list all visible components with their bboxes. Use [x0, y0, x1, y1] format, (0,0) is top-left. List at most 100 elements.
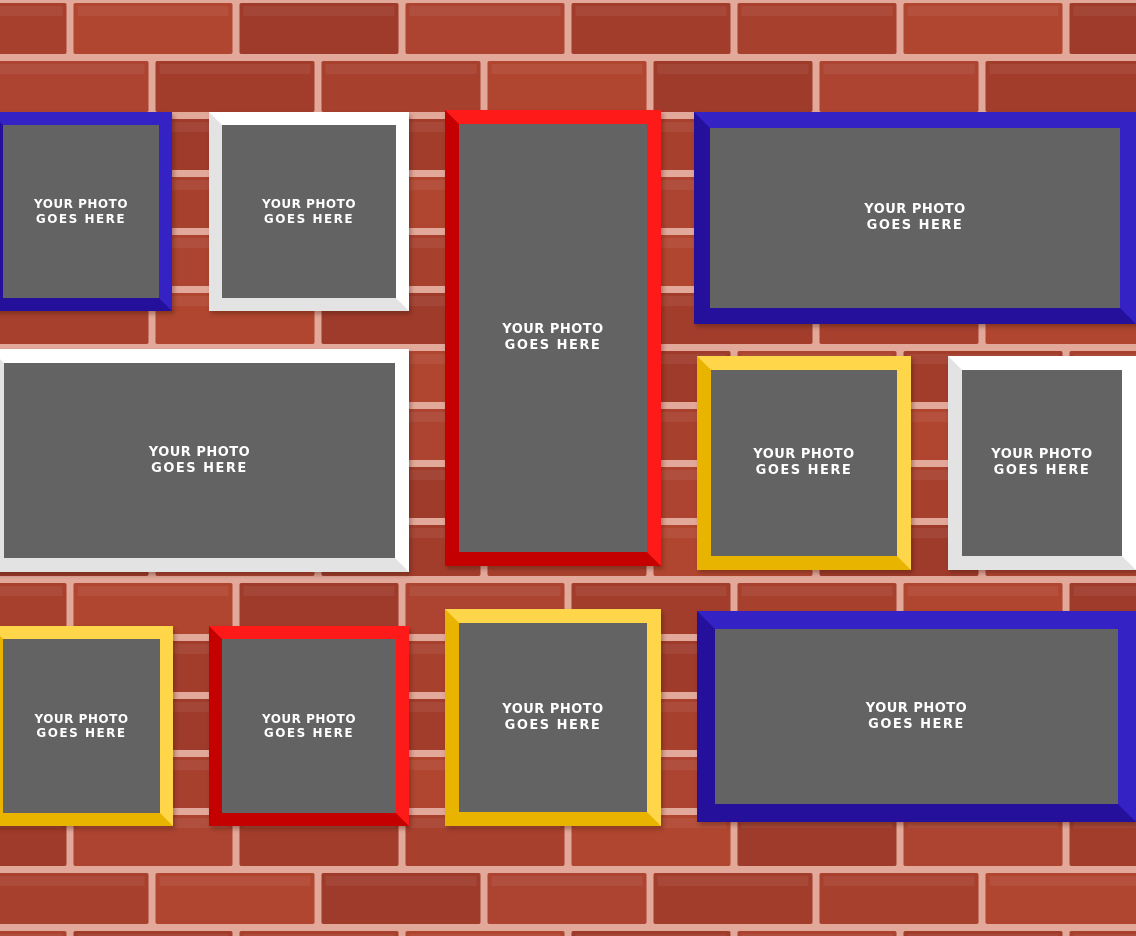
brick: [0, 873, 149, 924]
caption-line-2: GOES HERE: [504, 338, 602, 353]
brick: [487, 61, 647, 112]
brick: [653, 873, 813, 924]
brick: [0, 583, 67, 634]
brick: [737, 815, 897, 866]
brick-highlight: [491, 876, 643, 886]
brick: [321, 61, 481, 112]
brick: [73, 931, 233, 936]
brick: [985, 873, 1136, 924]
brick-highlight: [989, 64, 1136, 74]
brick: [73, 583, 233, 634]
brick: [819, 873, 979, 924]
brick: [155, 873, 315, 924]
brick-highlight: [243, 934, 395, 936]
brick: [653, 61, 813, 112]
brick-highlight: [575, 934, 727, 936]
brick-highlight: [0, 934, 63, 936]
brick-highlight: [77, 586, 229, 596]
caption-line-1: YOUR PHOTO: [991, 447, 1093, 463]
caption-line-1: YOUR PHOTO: [33, 197, 129, 212]
brick: [737, 3, 897, 54]
brick: [239, 815, 399, 866]
caption-line-2: GOES HERE: [755, 463, 853, 478]
brick-highlight: [409, 934, 561, 936]
brick: [1069, 3, 1136, 54]
caption-line-2: GOES HERE: [504, 717, 602, 733]
brick-highlight: [823, 876, 975, 886]
brick: [73, 815, 233, 866]
caption-line-1: YOUR PHOTO: [148, 444, 251, 460]
brick: [571, 3, 731, 54]
caption-line-2: GOES HERE: [36, 726, 127, 740]
brick: [903, 815, 1063, 866]
caption-line-2: GOES HERE: [866, 218, 964, 233]
brick-highlight: [741, 586, 893, 596]
brick-highlight: [409, 6, 561, 16]
brick: [155, 61, 315, 112]
caption-line-2: GOES HERE: [868, 716, 965, 732]
brick-highlight: [0, 6, 63, 16]
brick: [239, 3, 399, 54]
brick: [73, 3, 233, 54]
brick-highlight: [0, 64, 145, 74]
brick-highlight: [1073, 586, 1136, 596]
caption-line-2: GOES HERE: [35, 211, 127, 226]
brick-highlight: [77, 6, 229, 16]
brick: [405, 3, 565, 54]
caption-line-1: YOUR PHOTO: [502, 322, 604, 338]
caption-line-1: YOUR PHOTO: [753, 447, 855, 463]
brick-highlight: [409, 586, 561, 596]
brick: [0, 61, 149, 112]
brick: [405, 815, 565, 866]
caption-line-2: GOES HERE: [151, 460, 248, 476]
brick-highlight: [77, 934, 229, 936]
brick: [571, 931, 731, 936]
brick: [571, 815, 731, 866]
brick: [239, 583, 399, 634]
brick: [1069, 815, 1136, 866]
caption-line-2: GOES HERE: [263, 211, 355, 226]
brick: [0, 931, 67, 936]
brick-highlight: [907, 934, 1059, 936]
brick-highlight: [907, 586, 1059, 596]
brick-highlight: [657, 64, 809, 74]
brick: [405, 931, 565, 936]
brick-highlight: [243, 6, 395, 16]
brick-highlight: [491, 64, 643, 74]
brick-highlight: [575, 6, 727, 16]
brick: [487, 873, 647, 924]
caption-line-1: YOUR PHOTO: [34, 711, 129, 726]
brick: [985, 61, 1136, 112]
brick-highlight: [989, 876, 1136, 886]
brick: [819, 61, 979, 112]
brick: [903, 3, 1063, 54]
brick-highlight: [0, 586, 63, 596]
brick-highlight: [1073, 934, 1136, 936]
brick-highlight: [823, 64, 975, 74]
brick-highlight: [243, 586, 395, 596]
